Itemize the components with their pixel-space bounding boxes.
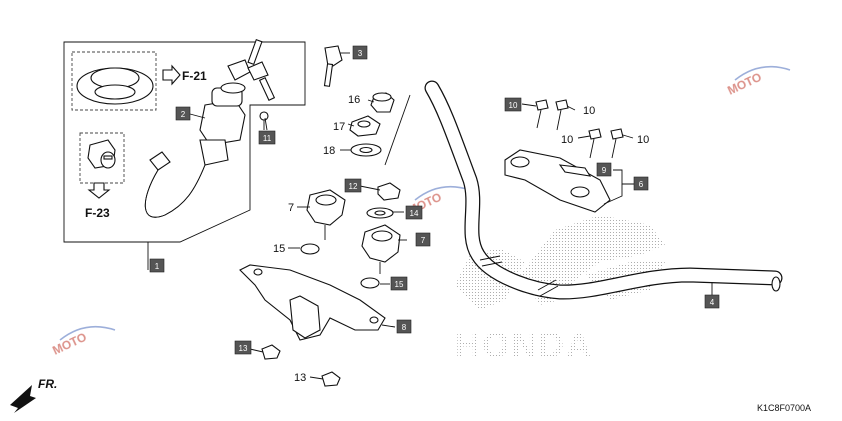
honda-wordmark: HONDA (455, 326, 593, 365)
handlebar-lower-holder-left (306, 189, 346, 240)
handlebar-lower-holder-right (361, 224, 401, 274)
callout-4: 4 (704, 294, 720, 309)
f23-reference: F-23 (85, 206, 110, 220)
svg-text:11: 11 (263, 134, 272, 143)
callout-10: 10 (504, 97, 522, 112)
svg-text:4: 4 (710, 298, 715, 307)
nut-13-lower (261, 344, 281, 360)
handlebar-upper-holder (504, 149, 611, 213)
label-10-top: 10 (583, 105, 595, 117)
callout-13: 13 (234, 340, 252, 355)
callout-9: 9 (596, 162, 612, 177)
svg-text:12: 12 (349, 182, 358, 191)
svg-text:10: 10 (509, 101, 518, 110)
svg-text:6: 6 (639, 180, 644, 189)
f21-reference: F-21 (182, 69, 207, 83)
svg-text:8: 8 (402, 323, 407, 332)
seat-lock-cylinder (87, 139, 116, 169)
svg-text:7: 7 (421, 236, 426, 245)
label-18: 18 (323, 145, 335, 157)
svg-text:13: 13 (239, 344, 248, 353)
svg-text:HONDA: HONDA (455, 326, 593, 365)
cap-nut-16 (370, 92, 395, 113)
svg-text:2: 2 (181, 110, 186, 119)
callout-3: 3 (352, 45, 368, 60)
washer-14 (366, 207, 394, 219)
callout-15: 15 (390, 276, 408, 291)
svg-text:15: 15 (395, 280, 404, 289)
label-10-right: 10 (637, 134, 649, 146)
callout-8: 8 (396, 319, 412, 334)
f23-arrow-icon (87, 182, 111, 199)
label-17: 17 (333, 121, 345, 133)
group-bracket-line (384, 94, 411, 166)
ignition-switch (144, 82, 246, 218)
callout-14: 14 (405, 205, 423, 220)
leader-lines (189, 52, 713, 380)
callout-7: 7 (415, 232, 431, 247)
svg-text:3: 3 (358, 49, 363, 58)
screw-icon (259, 111, 269, 130)
ignition-key-icon (227, 38, 276, 101)
callout-1: 1 (149, 258, 165, 273)
seat-cover-cap (76, 67, 154, 105)
label-10-left: 10 (561, 134, 573, 146)
cap-12 (377, 182, 401, 201)
nut-17 (349, 115, 381, 137)
washer-15-left (300, 243, 320, 255)
handlebar (424, 80, 783, 300)
f21-arrow-icon (162, 64, 181, 86)
svg-text:1: 1 (155, 262, 160, 271)
callout-11: 11 (258, 130, 276, 145)
svg-text:14: 14 (410, 209, 419, 218)
label-16: 16 (348, 94, 360, 106)
washer-18 (350, 143, 382, 157)
label-13: 13 (294, 372, 306, 384)
callout-6: 6 (633, 176, 649, 191)
top-bridge-bracket (239, 264, 386, 341)
diagram-code: K1C8F0700A (757, 403, 811, 413)
key-blank-icon (323, 45, 343, 87)
callout-2: 2 (175, 106, 191, 121)
bolt-10-set (535, 99, 624, 159)
svg-text:9: 9 (602, 166, 607, 175)
label-7: 7 (288, 202, 294, 214)
label-15: 15 (273, 243, 285, 255)
front-direction-arrow-icon (10, 385, 36, 413)
callout-12: 12 (344, 178, 362, 193)
washer-15-right (360, 277, 380, 289)
front-direction-label: FR. (38, 377, 57, 391)
nut-13 (321, 371, 341, 387)
